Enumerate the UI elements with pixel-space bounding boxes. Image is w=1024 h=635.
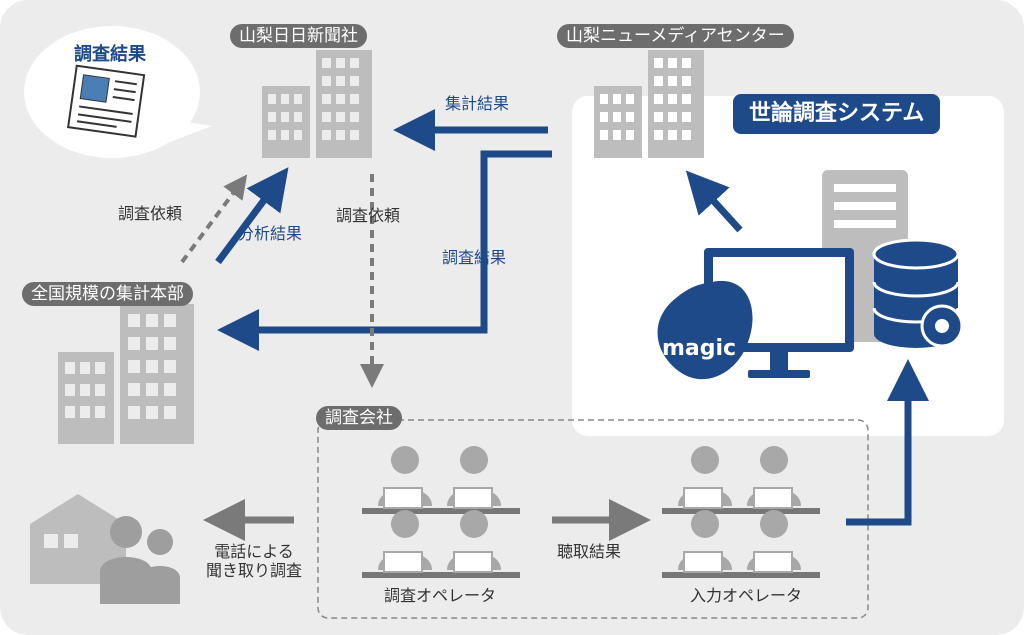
- input-operator-label: 入力オペレータ: [690, 586, 803, 605]
- magic-logo-blob: [657, 280, 753, 380]
- building-newspaper-icon: [262, 50, 372, 158]
- house-icon: [30, 494, 126, 584]
- national-hq-label: 全国規模の集計本部: [22, 282, 193, 306]
- survey-operator-label: 調査オペレータ: [384, 586, 497, 605]
- survey-request-mid-label: 調査依頼: [336, 206, 401, 225]
- arrow-input-to-db: [846, 359, 929, 526]
- phone-survey-line2: 聞き取り調査: [206, 561, 303, 581]
- database-gear-icon: [872, 238, 964, 348]
- tally-result-label: 集計結果: [445, 94, 510, 113]
- newspaper-icon: [67, 64, 146, 138]
- survey-operators-icon: [362, 446, 520, 578]
- arrow-system-up: [685, 170, 743, 233]
- people-icon: [100, 516, 180, 604]
- input-operators-icon: [662, 446, 820, 578]
- media-center-label: 山梨ニューメディアセンター: [557, 24, 794, 48]
- survey-request-left-label: 調査依頼: [118, 204, 183, 223]
- newspaper-bubble: [24, 26, 212, 158]
- arrow-analysis-result: [215, 167, 289, 265]
- arrow-request-left: [180, 174, 248, 264]
- listening-result-label: 聴取結果: [557, 542, 622, 561]
- yamanashi-nichinichi-label: 山梨日日新聞社: [230, 24, 367, 48]
- analysis-result-label: 分析結果: [238, 224, 303, 243]
- survey-result-mid-label: 調査結果: [442, 248, 507, 267]
- survey-company-label: 調査会社: [316, 406, 402, 430]
- system-badge: 世論調査システム: [733, 94, 941, 134]
- magic-logo-text: magic: [662, 336, 737, 361]
- building-media-center-icon: [594, 50, 704, 158]
- arrow-survey-result: [217, 150, 552, 351]
- phone-survey-label: 電話による 聞き取り調査: [206, 542, 302, 580]
- building-hq-icon: [58, 304, 194, 444]
- newspaper-bubble-label: 調査結果: [74, 44, 146, 65]
- phone-survey-line1: 電話による: [214, 542, 294, 561]
